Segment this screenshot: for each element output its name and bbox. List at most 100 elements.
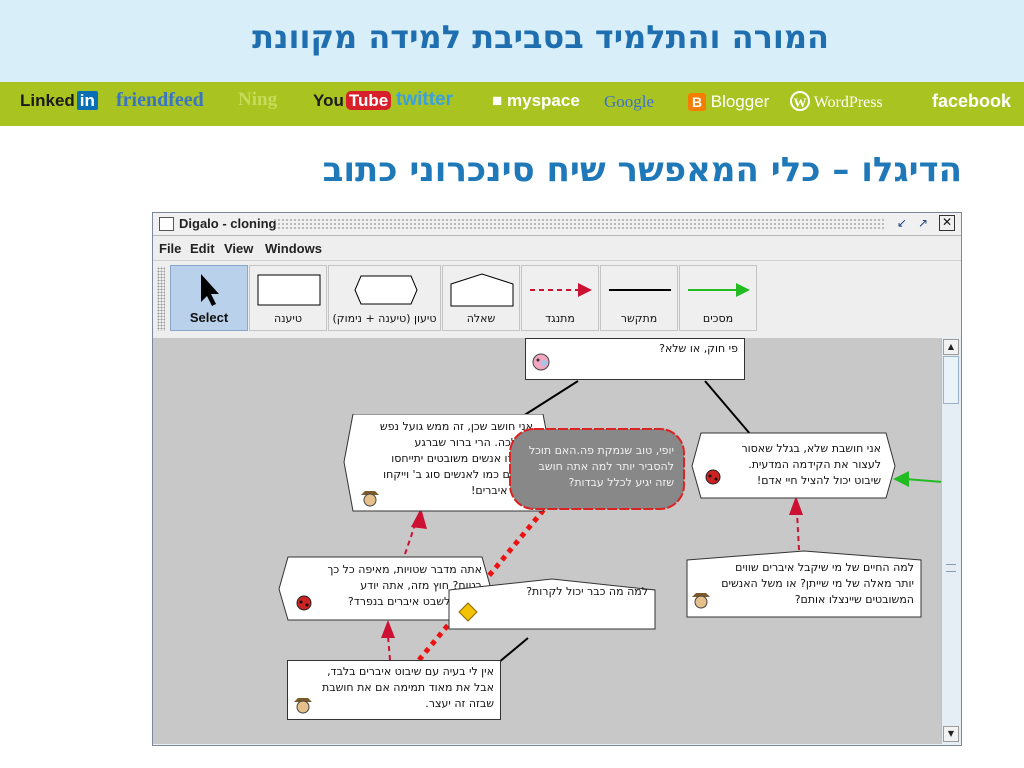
myspace-logo: ■ myspace <box>492 91 580 111</box>
tool-question[interactable]: שאלה <box>442 265 520 331</box>
tool-agree-label: מסכים <box>702 312 734 325</box>
menu-file[interactable]: File <box>159 241 182 256</box>
slide-subtitle: הדיגלו – כלי המאפשר שיח סינכרוני כתוב <box>322 150 962 190</box>
tool-agree[interactable]: מסכים <box>679 265 757 331</box>
node-question[interactable]: למה מה כבר יכול לקרות? <box>448 578 656 630</box>
dashed-red-arrow-icon <box>530 283 592 297</box>
maximize-icon[interactable]: ↗ <box>917 216 929 230</box>
cowboy-avatar-icon <box>294 698 312 714</box>
scroll-down-icon[interactable]: ▼ <box>943 726 959 742</box>
toolbar-grip[interactable] <box>157 267 165 331</box>
link-top-left <box>522 380 579 417</box>
blogger-logo: B Blogger <box>688 92 769 112</box>
friendfeed-logo: friendfeed <box>116 89 204 111</box>
minimize-icon[interactable]: ↙ <box>896 216 908 230</box>
scroll-grip-icon <box>946 564 956 572</box>
node-question-shape <box>448 578 656 630</box>
social-logo-band <box>0 82 1024 126</box>
argument-map-canvas[interactable]: פי חוק, או שלא? אני חושב שכן, זה ממש גוע… <box>153 338 941 744</box>
titlebar-grip <box>273 218 886 230</box>
youtube-logo-text: You <box>313 91 344 110</box>
tool-connect[interactable]: מתקשר <box>600 265 678 331</box>
tool-argument-label: טיעון (טיענה + נימוק) <box>332 312 437 325</box>
blogger-logo-text: Blogger <box>710 92 770 111</box>
diamond-avatar-icon <box>458 602 478 622</box>
wordpress-w-icon: W <box>790 91 810 111</box>
node-right-hex[interactable]: אני חושבת שלא, בגלל שאסור לעצור את הקידמ… <box>691 432 897 500</box>
linkedin-logo-text: Linked <box>20 91 75 110</box>
node-right-hex-text: אני חושבת שלא, בגלל שאסור לעצור את הקידמ… <box>741 442 881 487</box>
twitter-logo: twitter <box>396 89 453 110</box>
tool-argument[interactable]: טיעון (טיענה + נימוק) <box>328 265 441 331</box>
node-bottom-text: אין לי בעיה עם שיבוט איברים בלבד, אבל את… <box>322 665 494 710</box>
tool-claim-label: טיענה <box>273 312 303 325</box>
tool-select[interactable]: Select <box>170 265 248 331</box>
node-question-text: למה מה כבר יכול לקרות? <box>526 585 648 598</box>
link-red-left-upper-arrowhead <box>411 508 427 529</box>
menu-view[interactable]: View <box>224 241 254 256</box>
link-green-arrowhead <box>893 471 909 487</box>
cowboy-avatar-icon <box>692 593 710 609</box>
youtube-badge: Tube <box>345 91 392 110</box>
digalo-window: Digalo - cloning ↙ ↗ ✕ File Edit View Wi… <box>152 212 962 746</box>
window-title: Digalo - cloning <box>179 216 277 231</box>
black-line-icon <box>609 289 671 291</box>
node-right-hex-shape <box>691 432 896 499</box>
link-red-left-lower-arrowhead <box>381 620 395 638</box>
link-red-right <box>796 511 800 551</box>
node-right-lower[interactable]: למה החיים של מי שיקבל איברים שווים יותר … <box>686 550 922 618</box>
vertical-scrollbar[interactable]: ▲ ▼ <box>941 338 961 744</box>
tool-connect-label: מתקשר <box>620 312 658 325</box>
wordpress-logo: W WordPress <box>790 91 883 112</box>
tool-oppose-label: מתנגד <box>545 312 575 325</box>
facebook-logo: facebook <box>932 91 1012 111</box>
slide-title: המורה והתלמיד בסביבת למידה מקוונת <box>252 18 829 56</box>
tool-select-label: Select <box>189 310 229 325</box>
node-top-text: פי חוק, או שלא? <box>659 342 738 355</box>
close-icon[interactable]: ✕ <box>939 215 955 231</box>
wordpress-logo-text: WordPress <box>813 94 883 111</box>
link-green-agree <box>904 478 941 483</box>
pointer-icon <box>201 274 219 306</box>
link-top-right <box>704 380 752 436</box>
menu-windows[interactable]: Windows <box>265 241 322 256</box>
green-arrow-icon <box>688 283 750 297</box>
node-left-hex-text: אני חושב שכן, זה ממש גועל נפש להילכה. הר… <box>379 420 533 497</box>
scroll-up-icon[interactable]: ▲ <box>943 339 959 355</box>
pig-avatar-icon <box>532 353 550 371</box>
title-band <box>0 0 1024 82</box>
myspace-people-icon: ■ <box>492 91 507 110</box>
link-red-left-lower <box>387 635 391 661</box>
shape-toolbar: Select טיענה טיעון (טיענה + נימוק) שאלה … <box>153 261 961 337</box>
ladybug-avatar-icon <box>705 469 721 485</box>
node-right-lower-text: למה החיים של מי שיקבל איברים שווים יותר … <box>721 561 914 606</box>
scroll-thumb[interactable] <box>943 356 959 404</box>
window-titlebar[interactable]: Digalo - cloning ↙ ↗ ✕ <box>153 213 961 236</box>
hexagon-shape-icon <box>354 275 418 305</box>
window-app-icon <box>159 217 174 231</box>
menu-bar: File Edit View Windows <box>153 236 961 261</box>
node-right-lower-shape <box>686 550 922 618</box>
node-cloud-text: יופי, טוב שנמקת פה.האם תוכל להסביר יותר … <box>528 444 674 489</box>
node-bottom[interactable]: אין לי בעיה עם שיבוט איברים בלבד, אבל את… <box>287 660 501 720</box>
argument-links <box>381 380 941 664</box>
node-top[interactable]: פי חוק, או שלא? <box>525 338 745 380</box>
pentagon-shape-icon <box>450 273 514 307</box>
ladybug-avatar-icon <box>296 595 312 611</box>
linkedin-badge: in <box>76 91 98 110</box>
google-logo: Google <box>604 92 655 111</box>
tool-oppose[interactable]: מתנגד <box>521 265 599 331</box>
ning-logo: Ning <box>238 89 278 110</box>
myspace-logo-text: myspace <box>507 91 580 110</box>
node-cloud[interactable]: יופי, טוב שנמקת פה.האם תוכל להסביר יותר … <box>506 425 688 513</box>
menu-edit[interactable]: Edit <box>190 241 215 256</box>
cowboy-avatar-icon <box>361 491 379 507</box>
link-bottom-question <box>497 637 529 664</box>
tool-claim[interactable]: טיענה <box>249 265 327 331</box>
blogger-b-icon: B <box>688 93 706 111</box>
node-left-hex[interactable]: אני חושב שכן, זה ממש גועל נפש להילכה. הר… <box>343 414 553 514</box>
rectangle-shape-icon <box>257 274 321 306</box>
node-left-hex-shape <box>343 414 553 512</box>
